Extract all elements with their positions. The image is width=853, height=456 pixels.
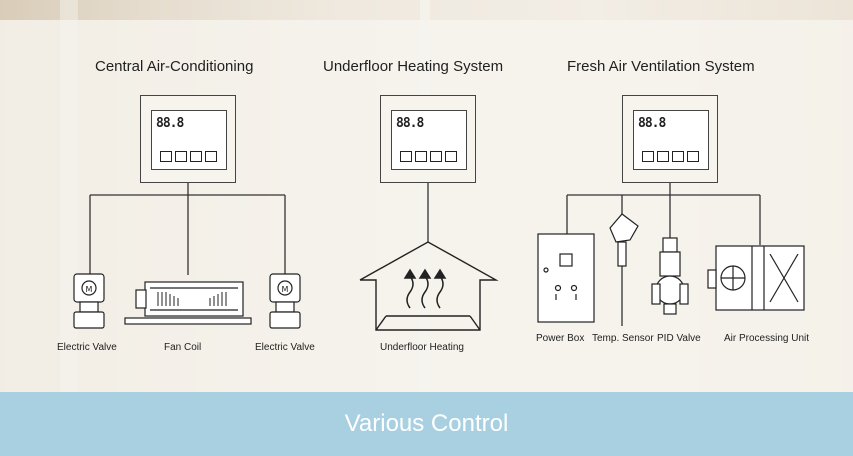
footer-title: Various Control bbox=[344, 410, 509, 437]
thermostat-central-ac: 88.8 bbox=[140, 95, 236, 183]
underfloor-heating-house-icon bbox=[359, 241, 499, 331]
temp-sensor-icon bbox=[609, 213, 639, 326]
svg-text:M: M bbox=[86, 285, 93, 294]
air-processing-unit-icon bbox=[707, 245, 805, 311]
thermostat-display: 88.8 bbox=[391, 110, 467, 170]
section-title-fresh-air: Fresh Air Ventilation System bbox=[567, 58, 755, 75]
label-electric-valve-left: Electric Valve bbox=[57, 342, 117, 353]
label-power-box: Power Box bbox=[536, 333, 585, 344]
label-electric-valve-right: Electric Valve bbox=[255, 342, 315, 353]
label-air-processing-unit: Air Processing Unit bbox=[724, 333, 810, 344]
diagram-graphics: M M bbox=[73, 183, 805, 331]
fan-coil-icon bbox=[124, 281, 252, 325]
label-fan-coil: Fan Coil bbox=[164, 342, 202, 353]
svg-text:M: M bbox=[282, 285, 289, 294]
thermostat-fresh-air: 88.8 bbox=[622, 95, 718, 183]
label-temp-sensor: Temp. Sensor bbox=[592, 333, 654, 344]
section-title-underfloor-heating: Underfloor Heating System bbox=[323, 58, 504, 75]
label-underfloor-heating: Underfloor Heating bbox=[380, 342, 464, 353]
label-pid-valve: PID Valve bbox=[657, 333, 701, 344]
diagram-panel bbox=[0, 20, 853, 400]
footer-band: Various Control bbox=[0, 392, 853, 456]
electric-valve-left-icon: M bbox=[73, 273, 105, 329]
thermostat-underfloor: 88.8 bbox=[380, 95, 476, 183]
thermostat-display: 88.8 bbox=[151, 110, 227, 170]
section-title-central-ac: Central Air-Conditioning bbox=[95, 58, 254, 75]
fan-coil-fins-icon bbox=[157, 292, 227, 306]
heat-arrows-icon bbox=[403, 268, 447, 309]
electric-valve-right-icon: M bbox=[269, 273, 301, 329]
pid-valve-icon bbox=[651, 237, 689, 315]
thermostat-display: 88.8 bbox=[633, 110, 709, 170]
power-box-icon bbox=[537, 233, 595, 323]
